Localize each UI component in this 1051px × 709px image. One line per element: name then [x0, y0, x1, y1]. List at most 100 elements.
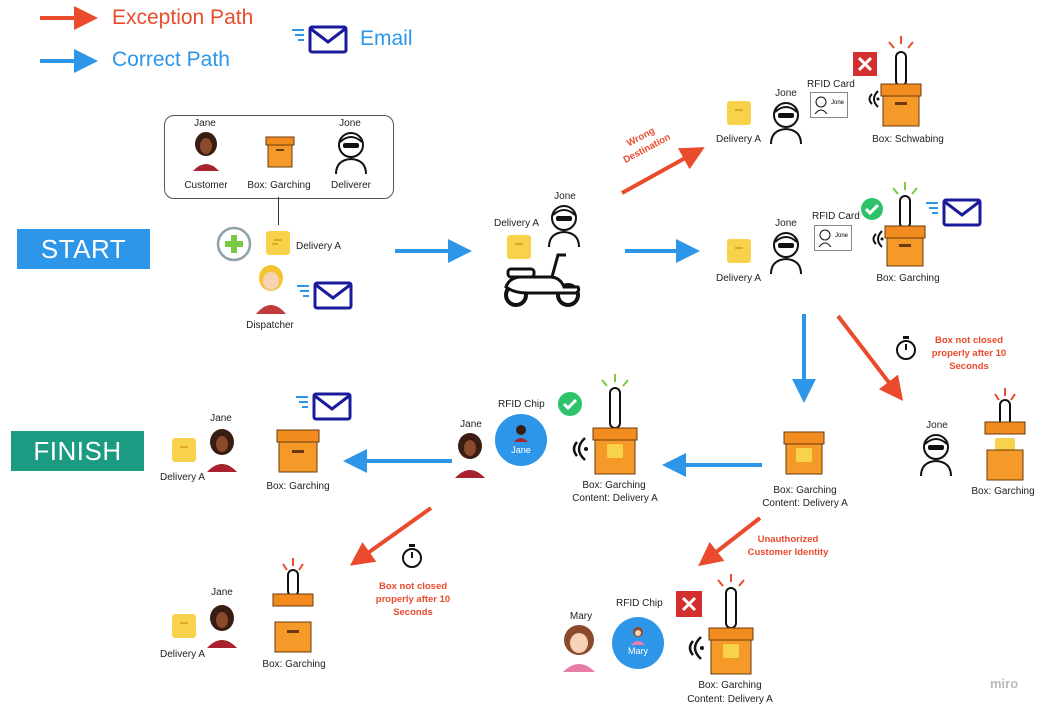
signal-icon	[872, 230, 884, 248]
stored-box-icon	[783, 431, 825, 475]
deliverer-label: Deliverer	[330, 180, 371, 191]
stored-box-label: Box: Garching	[773, 485, 837, 496]
deliverer-name: Jone	[339, 118, 361, 129]
wrong-name: Jone	[775, 88, 797, 99]
legend-correct-label: Correct Path	[112, 48, 230, 71]
pickup-chip-label: RFID Chip	[498, 399, 545, 410]
transit-package-icon	[507, 235, 531, 259]
dispatch-email-icon	[297, 281, 353, 310]
correct-deliverer-icon	[770, 232, 802, 274]
timeout2-package-icon	[172, 614, 196, 638]
unauth-rfid-chip: Mary	[612, 617, 664, 669]
wrong-card-label: RFID Card	[807, 79, 855, 90]
open-box-icon	[984, 388, 1026, 481]
smart-box-icon	[880, 36, 922, 127]
pickup-content-label: Content: Delivery A	[572, 493, 658, 504]
unauth-chip-label: RFID Chip	[616, 598, 663, 609]
denied-icon	[853, 52, 877, 76]
wrong-card-name: Jone	[831, 100, 845, 106]
correct-rfid-card: Jone	[814, 225, 852, 251]
chip-person-icon	[514, 425, 528, 442]
arrow-pickup-timeout	[349, 506, 433, 566]
legend-exception-label: Exception Path	[112, 6, 254, 29]
done-customer-icon	[207, 429, 237, 472]
arrow-correct-timeout	[836, 314, 904, 401]
pickup-rfid-chip: Jane	[495, 414, 547, 466]
approved-icon	[558, 392, 582, 416]
timeout2-delivery-label: Delivery A	[160, 649, 206, 660]
stored-content-label: Content: Delivery A	[762, 498, 848, 509]
customer-name: Jane	[194, 118, 216, 129]
timer-icon	[896, 336, 916, 360]
unauthorized-label: Unauthorized Customer Identity	[747, 534, 829, 558]
pickup-customer-icon	[455, 433, 485, 478]
chip-person-icon	[631, 627, 645, 645]
arrow-stored-to-unauth	[698, 516, 762, 567]
timer-icon	[402, 544, 422, 568]
smart-box-icon	[884, 182, 926, 267]
signal-icon	[572, 437, 588, 461]
denied-icon	[676, 591, 702, 617]
timeout1-label: Box not closed properly after 10 Seconds	[931, 335, 1007, 372]
email-icon	[292, 25, 348, 54]
correct-card-name: Jone	[835, 233, 849, 239]
pickup-box-label: Box: Garching	[582, 480, 646, 491]
timeout1-deliverer-icon	[920, 434, 952, 476]
scooter-icon	[504, 253, 581, 307]
wrong-delivery-label: Delivery A	[716, 134, 762, 145]
timeout2-box-label: Box: Garching	[262, 659, 326, 670]
approved-icon	[861, 198, 883, 220]
roles-box	[164, 115, 394, 199]
customer-icon	[193, 132, 219, 171]
customer-label: Customer	[184, 180, 228, 191]
done-delivery-label: Delivery A	[160, 472, 206, 483]
box-icon	[265, 136, 295, 168]
wrong-box-label: Box: Schwabing	[872, 134, 944, 145]
unauth-box-label: Box: Garching	[698, 680, 762, 691]
timeout2-name: Jane	[211, 587, 233, 598]
smart-box-icon	[708, 574, 754, 675]
done-package-icon	[172, 438, 196, 462]
wrong-deliverer-icon	[770, 102, 802, 144]
done-email-icon	[296, 392, 352, 421]
timeout2-label: Box not closed properly after 10 Seconds	[375, 581, 451, 618]
legend-email-label: Email	[360, 27, 413, 50]
dispatcher-icon	[256, 265, 286, 314]
transit-deliverer-icon	[548, 205, 580, 247]
deliverer-icon	[335, 132, 367, 174]
correct-email-icon	[926, 198, 982, 227]
unauth-customer-icon	[563, 625, 595, 672]
wrong-rfid-card: Jone	[810, 92, 848, 118]
transit-name: Jone	[554, 191, 576, 202]
unauth-chip-name: Mary	[628, 646, 648, 656]
signal-icon	[868, 90, 880, 108]
correct-card-label: RFID Card	[812, 211, 860, 222]
pickup-chip-name: Jane	[511, 445, 531, 455]
connector-line	[278, 197, 279, 225]
finish-label: FINISH	[11, 431, 144, 471]
correct-box-label: Box: Garching	[876, 273, 940, 284]
done-box-label: Box: Garching	[266, 481, 330, 492]
unauth-content-label: Content: Delivery A	[687, 694, 773, 705]
signal-icon	[688, 636, 704, 660]
transit-delivery-label: Delivery A	[494, 218, 540, 229]
card-person-icon	[814, 96, 828, 114]
timeout1-name: Jone	[926, 420, 948, 431]
timeout2-customer-icon	[207, 605, 237, 648]
smart-box-icon	[592, 374, 638, 475]
correct-package-icon	[727, 239, 751, 263]
correct-name: Jone	[775, 218, 797, 229]
open-box-icon	[272, 558, 314, 653]
start-label: START	[17, 229, 150, 269]
wrong-package-icon	[727, 101, 751, 125]
timeout1-box-label: Box: Garching	[971, 486, 1035, 497]
correct-delivery-label: Delivery A	[716, 273, 762, 284]
unauth-name: Mary	[569, 611, 593, 622]
arrow-transit-to-wrong	[621, 147, 705, 195]
dispatcher-label: Dispatcher	[246, 320, 294, 331]
package-icon	[266, 231, 290, 255]
done-box-icon	[276, 429, 320, 473]
watermark: miro	[990, 676, 1019, 691]
box-label: Box: Garching	[247, 180, 311, 191]
